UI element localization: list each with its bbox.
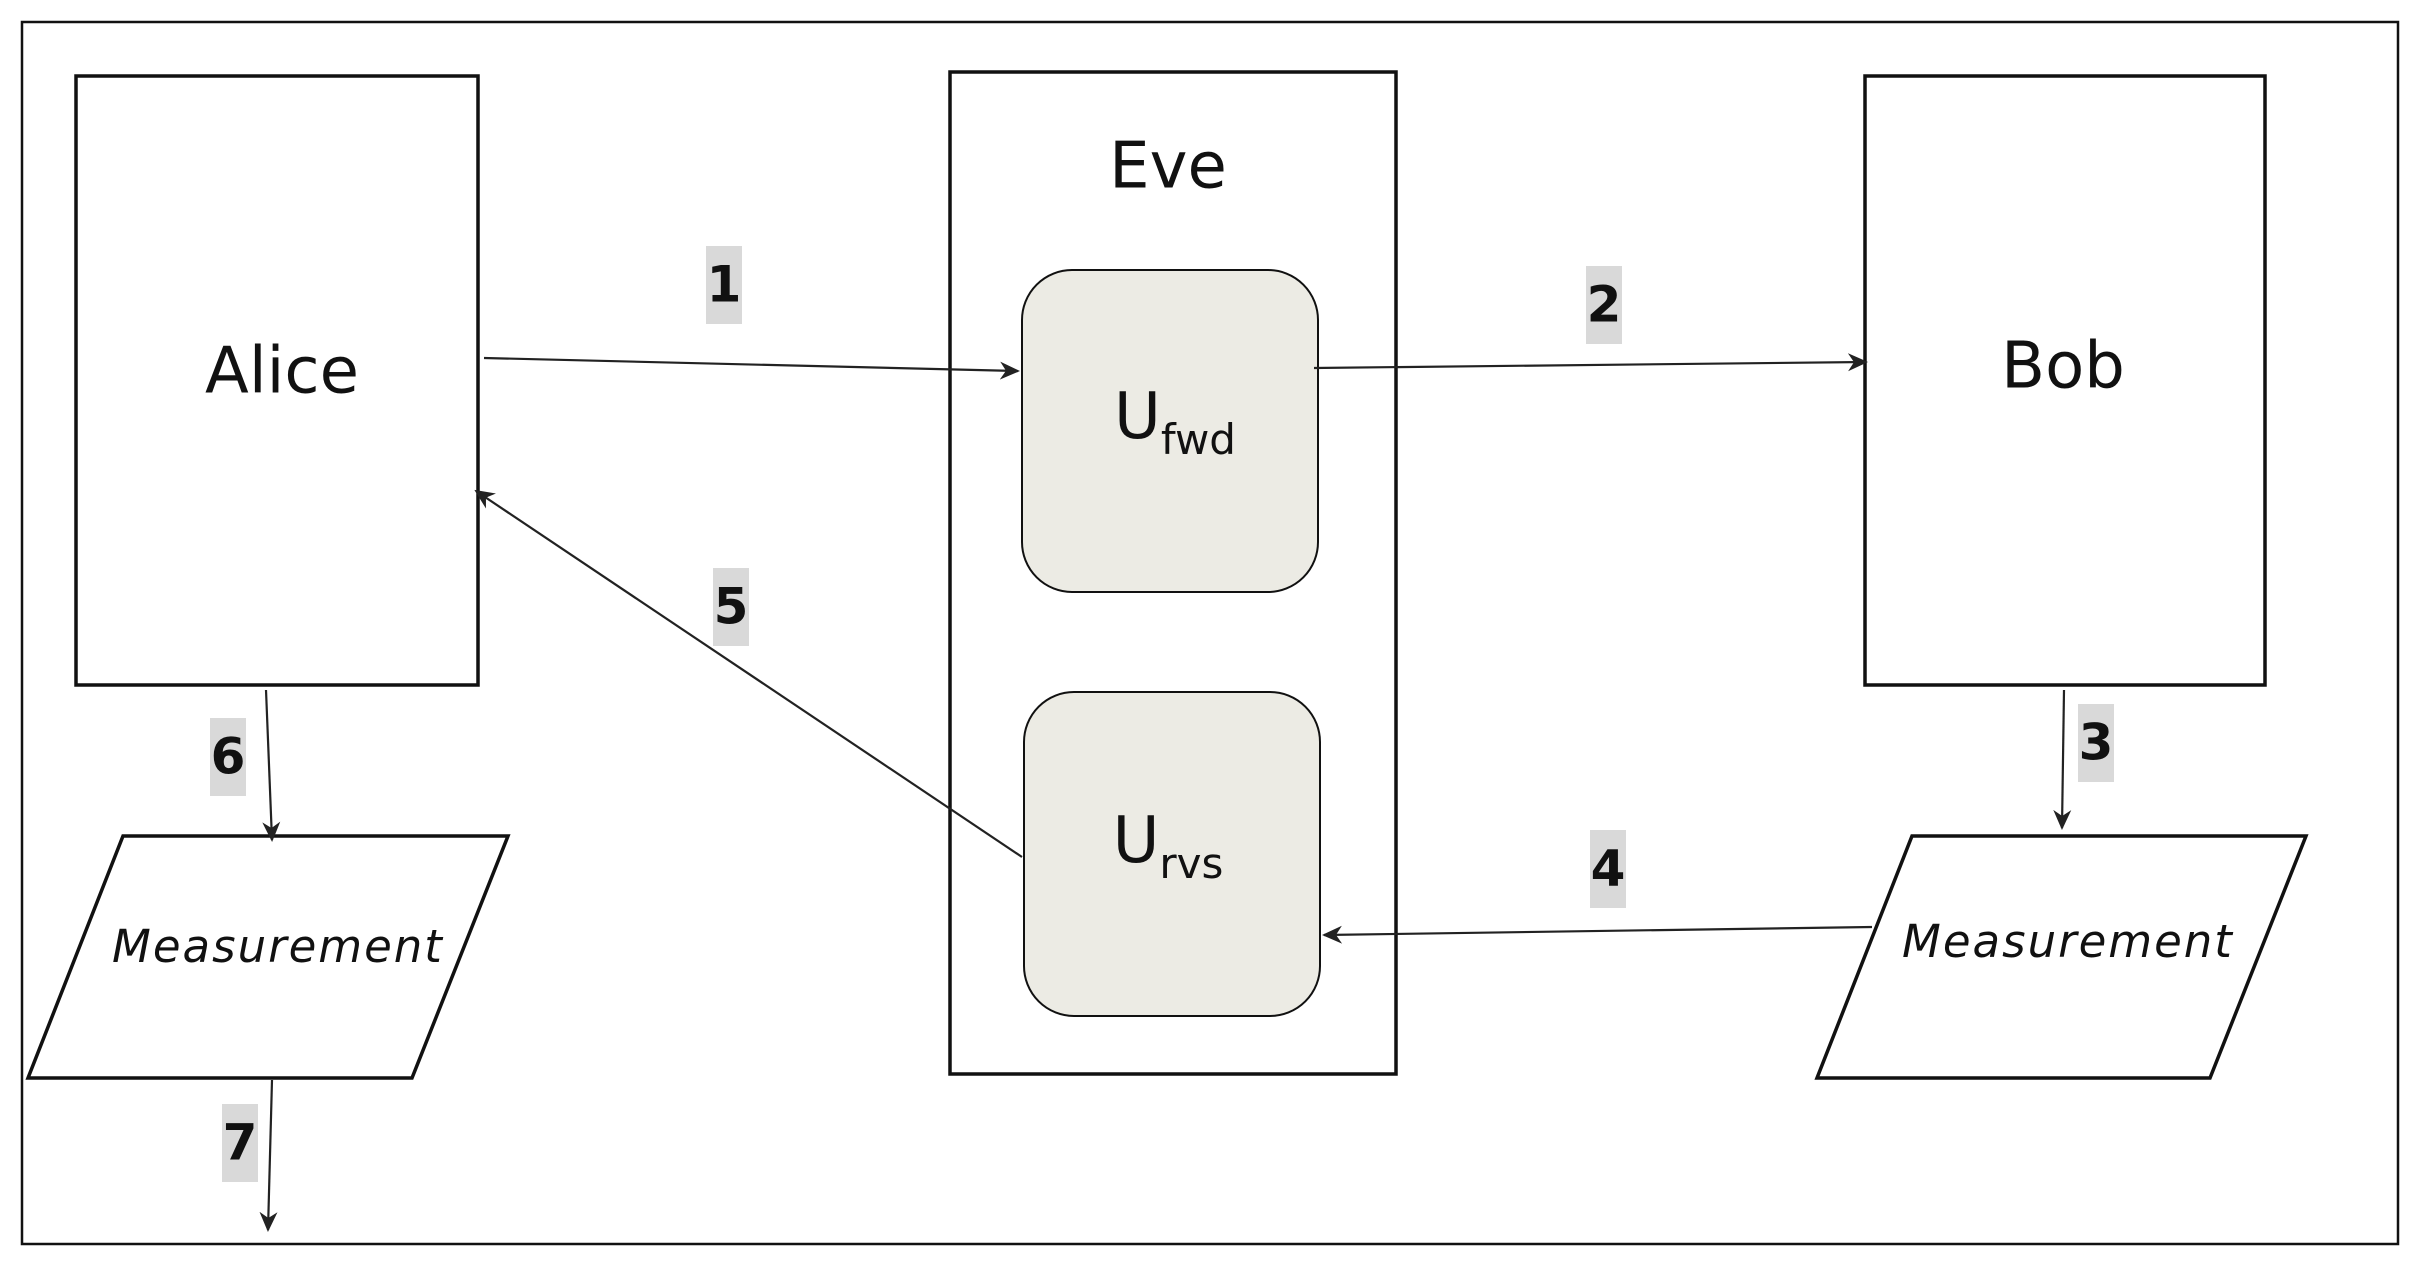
arrow-2	[1313, 353, 1868, 372]
step-label-3-text: 3	[2079, 714, 2114, 772]
step-label-4-text: 4	[1591, 840, 1626, 898]
arrow-7	[259, 1079, 278, 1232]
step-label-4: 4	[1590, 830, 1626, 908]
step-label-5: 5	[713, 568, 749, 646]
arrow-4	[1322, 925, 1873, 944]
eve-label: Eve	[1109, 130, 1227, 204]
bob-node: Bob	[1863, 74, 2267, 687]
step-label-7-text: 7	[223, 1114, 258, 1172]
step-label-6: 6	[210, 718, 246, 796]
alice-label: Alice	[205, 335, 359, 409]
step-label-2-text: 2	[1587, 276, 1622, 334]
u-fwd-subscript: fwd	[1161, 415, 1236, 464]
step-label-1-text: 1	[707, 256, 742, 314]
step-label-2: 2	[1586, 266, 1622, 344]
u-fwd-operator: Ufwd	[1021, 269, 1319, 593]
bob-measurement-node: Measurement	[1814, 834, 2309, 1080]
u-fwd-label: Ufwd	[1114, 380, 1236, 464]
bob-label: Bob	[2001, 330, 2125, 404]
alice-measurement-label: Measurement	[112, 920, 444, 973]
u-rvs-operator: Urvs	[1023, 691, 1321, 1017]
alice-node: Alice	[74, 74, 480, 687]
step-label-7: 7	[222, 1104, 258, 1182]
bob-measurement-label: Measurement	[1902, 915, 2234, 968]
alice-measurement-node: Measurement	[25, 834, 511, 1080]
u-rvs-label: Urvs	[1113, 804, 1224, 888]
u-fwd-letter: U	[1114, 380, 1161, 454]
arrow-1	[483, 356, 1020, 380]
step-label-1: 1	[706, 246, 742, 324]
u-rvs-letter: U	[1113, 804, 1160, 878]
u-rvs-subscript: rvs	[1159, 839, 1223, 888]
arrow-5	[474, 489, 1023, 858]
step-label-6-text: 6	[211, 728, 246, 786]
step-label-3: 3	[2078, 704, 2114, 782]
arrow-3	[2053, 689, 2072, 830]
step-label-5-text: 5	[714, 578, 749, 636]
arrow-6	[262, 689, 281, 842]
